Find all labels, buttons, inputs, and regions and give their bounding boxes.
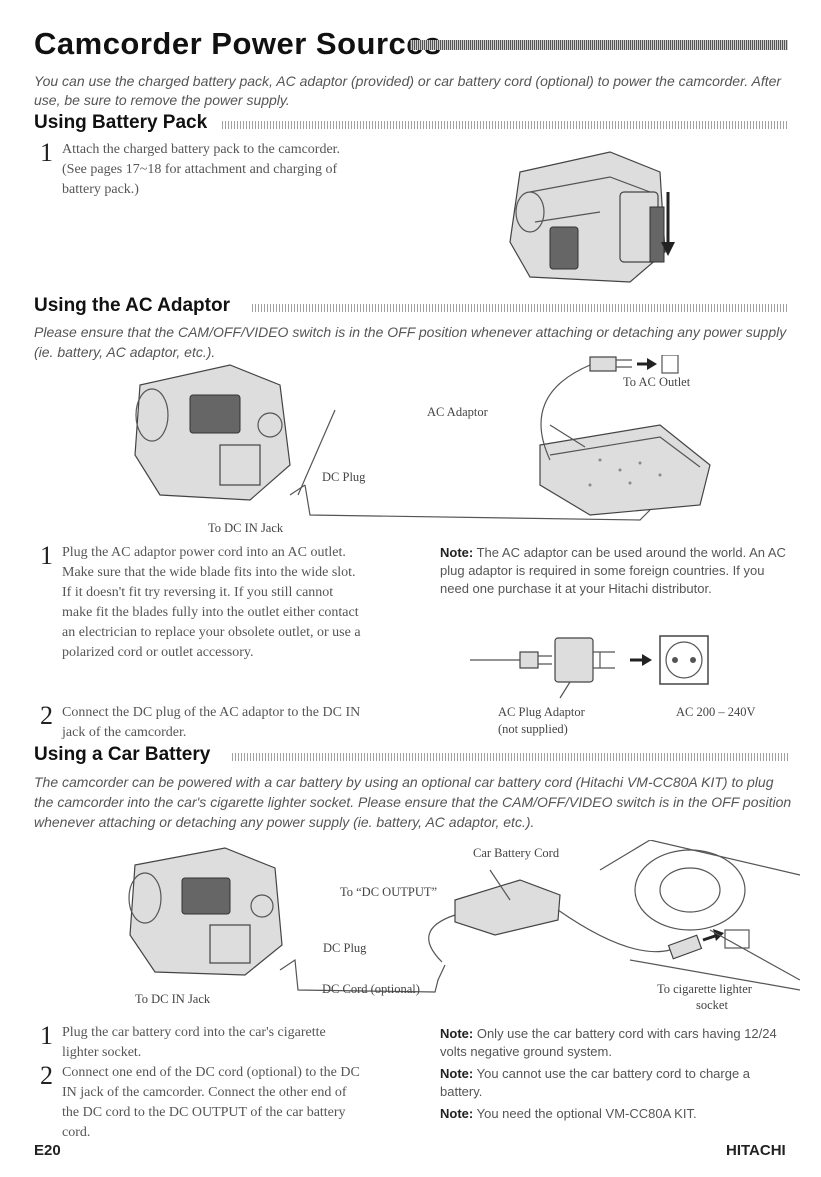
label-socket: socket <box>696 998 728 1012</box>
note-label: Note: <box>440 545 474 560</box>
car-caution: The camcorder can be powered with a car … <box>34 774 792 830</box>
title-rule <box>410 40 788 50</box>
section-rule <box>222 121 788 129</box>
step-number: 1 <box>40 1021 53 1050</box>
note-label: Note: <box>440 1066 474 1081</box>
note-text: You cannot use the car battery cord to c… <box>440 1066 751 1099</box>
step-text: Attach the charged battery pack to the c… <box>62 142 341 197</box>
ac-caution: Please ensure that the CAM/OFF/VIDEO swi… <box>34 324 787 360</box>
step-number: 1 <box>40 541 53 570</box>
label-to-dc-in-jack: To DC IN Jack <box>208 521 284 535</box>
note-text: The AC adaptor can be used around the wo… <box>440 545 786 596</box>
brand-name: HITACHI <box>726 1142 786 1159</box>
step-number: 1 <box>40 138 53 167</box>
page-number: E20 <box>34 1142 61 1159</box>
step-text: Connect the DC plug of the AC adaptor to… <box>62 705 361 740</box>
note-label: Note: <box>440 1026 474 1041</box>
intro-text: You can use the charged battery pack, AC… <box>34 73 782 108</box>
label-to-dc-output: To “DC OUTPUT” <box>340 885 438 899</box>
step-text: Connect one end of the DC cord (optional… <box>62 1065 360 1140</box>
section-heading-car-battery: Using a Car Battery <box>34 744 211 765</box>
label-dc-plug: DC Plug <box>323 941 367 955</box>
page-title: Camcorder Power Sources <box>34 26 442 61</box>
section-rule <box>252 304 788 312</box>
step-number: 2 <box>40 701 53 730</box>
section-heading-ac-adaptor: Using the AC Adaptor <box>34 295 230 316</box>
label-not-supplied: (not supplied) <box>498 722 568 736</box>
section-heading-battery-pack: Using Battery Pack <box>34 112 208 133</box>
note-text: Only use the car battery cord with cars … <box>440 1026 777 1059</box>
label-car-battery-cord: Car Battery Cord <box>473 846 560 860</box>
label-ac-plug-adaptor: AC Plug Adaptor <box>498 705 585 719</box>
label-to-cigarette-lighter: To cigarette lighter <box>657 982 752 996</box>
label-dc-cord: DC Cord (optional) <box>322 982 420 996</box>
car-note-2: Note: You cannot use the car battery cor… <box>440 1065 790 1101</box>
car-battery-illustration <box>128 840 800 993</box>
step-text: Plug the car battery cord into the car's… <box>62 1025 326 1060</box>
label-to-ac-outlet: To AC Outlet <box>623 375 691 389</box>
car-note-1: Note: Only use the car battery cord with… <box>440 1025 790 1061</box>
step-text: Plug the AC adaptor power cord into an A… <box>62 545 361 660</box>
step-number: 2 <box>40 1061 53 1090</box>
note-label: Note: <box>440 1106 474 1121</box>
battery-attach-illustration <box>509 151 675 283</box>
note-text: You need the optional VM-CC80A KIT. <box>476 1106 697 1121</box>
section-rule <box>232 753 788 761</box>
label-dc-plug: DC Plug <box>322 470 366 484</box>
label-to-dc-in-jack: To DC IN Jack <box>135 992 211 1006</box>
plug-adaptor-illustration <box>470 635 709 699</box>
car-note-3: Note: You need the optional VM-CC80A KIT… <box>440 1105 790 1123</box>
ac-adaptor-illustration <box>134 355 711 521</box>
ac-note: Note: The AC adaptor can be used around … <box>440 544 790 598</box>
label-ac-voltage: AC 200 – 240V <box>676 705 756 719</box>
label-ac-adaptor: AC Adaptor <box>427 405 488 419</box>
